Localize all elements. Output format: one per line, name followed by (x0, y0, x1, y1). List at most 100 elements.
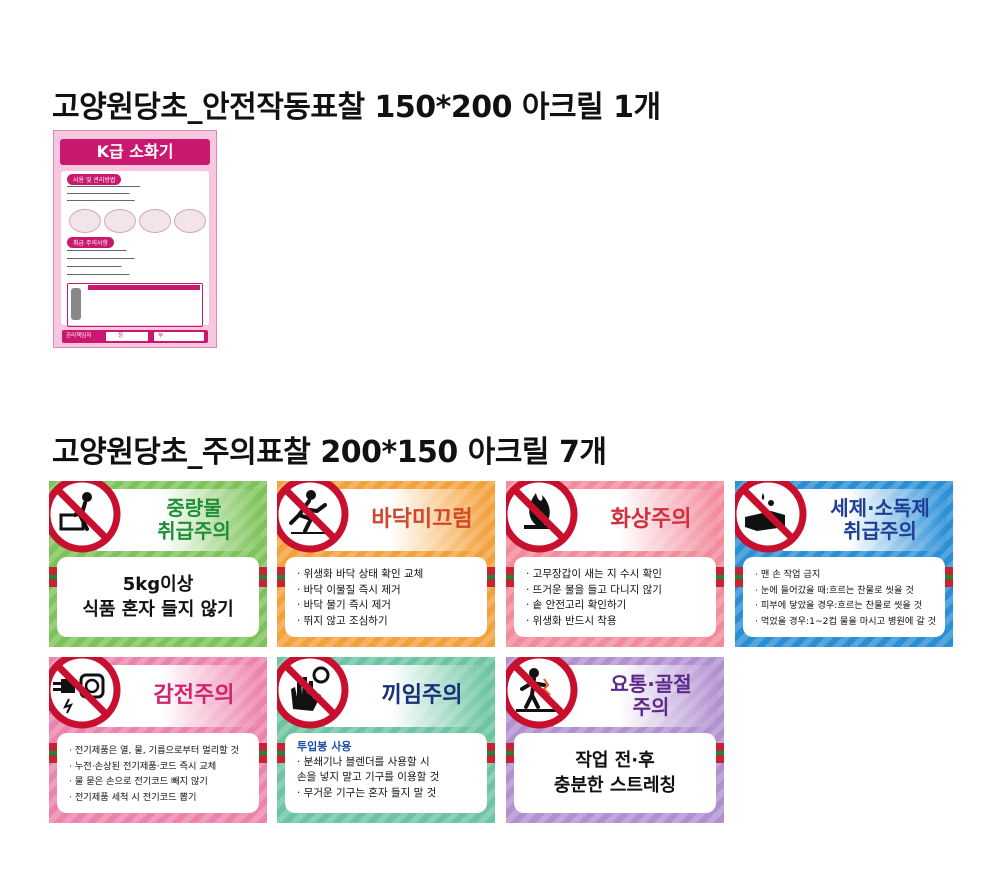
prohibition-flame-icon (506, 481, 578, 553)
k-sign-text-line: ━━━━━━━━━━━━━━━━━━━━━━━━━━━ (67, 185, 141, 190)
sign-title-line: 세제·소독제 (830, 496, 930, 520)
sign-bullet-list: · 위생화 바닥 상태 확인 교체 · 바닥 이물질 즉시 제거 · 바닥 물기 즉… (297, 567, 481, 629)
sign-title-line: 화상주의 (610, 507, 692, 533)
sign-title-area: 화상주의 (554, 489, 718, 551)
manager-secondary-label: 부 (158, 333, 164, 339)
sign-bullet: · 뛰지 않고 조심하기 (297, 614, 388, 627)
sign-bullet: 손을 넣지 말고 기구를 이용할 것 (297, 771, 440, 783)
prohibition-chemical-hand-icon (735, 481, 807, 553)
sign-bullet: · 먹었을 경우:1~2컵 물을 마시고 병원에 갈 것 (755, 615, 937, 627)
heading-caution-signs: 고양원당초_주의표찰 200*150 아크릴 7개 (52, 435, 607, 470)
k-sign-text-line: ━━━━━━━━━━━━━━━━━━━━━━ (67, 249, 127, 254)
sign-title: 감전주의 (97, 665, 261, 727)
k-sign-section-caution: 취급 주의사항 (67, 237, 115, 248)
usage-step-image (139, 209, 171, 233)
sign-title-line: 주의 (632, 695, 670, 719)
k-class-extinguisher-sign: K급 소화기 사용 및 관리방법 ━━━━━━━━━━━━━━━━━━━━━━━… (53, 130, 217, 348)
sign-main-line: 5kg이상 (122, 573, 194, 595)
sign-main-line: 식품 혼자 들지 않기 (82, 599, 234, 620)
k-sign-text-line: ━━━━━━━━━━━━━━━━━━━━━━━━━ (67, 199, 135, 204)
sign-body: · 맨 손 작업 금지 · 눈에 들어갔을 때:흐르는 찬물로 씻을 것 · 피부에… (743, 557, 945, 637)
sign-title-line: 바닥미끄럼 (371, 507, 473, 533)
sign-title-line: 요통·골절 (610, 672, 692, 696)
sign-body: · 위생화 바닥 상태 확인 교체 · 바닥 이물질 즉시 제거 · 바닥 물기 즉… (285, 557, 487, 637)
sign-bullet: · 무거운 기구는 혼자 들지 말 것 (297, 786, 437, 799)
usage-step-image (104, 209, 136, 233)
sign-subheading: 투입봉 사용 (297, 740, 352, 753)
sign-bullet-list: · 전기제품은 열, 물, 기름으로부터 멀리할 것 · 누전·손상된 전기제품·… (69, 743, 253, 805)
sign-title-area: 바닥미끄럼 (325, 489, 489, 551)
sign-bullet-list: 투입봉 사용 · 분쇄기나 블렌더를 사용할 시 손을 넣지 말고 기구를 이용할… (297, 739, 481, 801)
sign-title: 끼임주의 (325, 665, 489, 727)
sign-bullet: · 위생화 반드시 착용 (526, 614, 617, 627)
sign-bullet: · 피부에 닿았을 경우:흐르는 찬물로 씻을 것 (755, 600, 923, 611)
sign-bullet: · 분쇄기나 블렌더를 사용할 시 (297, 755, 430, 768)
sign-bullet: · 물 묻은 손으로 전기코드 빼지 않기 (69, 776, 208, 787)
k-sign-title: K급 소화기 (60, 139, 210, 165)
prohibition-back-pain-icon (506, 657, 578, 729)
prohibition-lifting-worker-icon (49, 481, 121, 553)
sign-bullet: · 솥 안전고리 확인하기 (526, 599, 627, 611)
sign-bullet: · 바닥 물기 즉시 제거 (297, 599, 391, 611)
sign-title-area: 감전주의 (97, 665, 261, 727)
usage-step-image (69, 209, 101, 233)
sign-title-line: 취급주의 (157, 519, 231, 543)
heading-operation-sign: 고양원당초_안전작동표찰 150*200 아크릴 1개 (52, 90, 661, 125)
extinguisher-icon (71, 288, 81, 320)
caution-sign-slippery-floor: 바닥미끄럼 · 위생화 바닥 상태 확인 교체 · 바닥 이물질 즉시 제거 · 바닥… (277, 481, 495, 647)
sign-main-line: 충분한 스트레칭 (553, 775, 677, 796)
sign-body: 투입봉 사용 · 분쇄기나 블렌더를 사용할 시 손을 넣지 말고 기구를 이용할… (285, 733, 487, 813)
prohibition-electric-plug-icon (49, 657, 121, 729)
info-box-header (88, 285, 200, 290)
manager-field-secondary (154, 332, 204, 341)
k-sign-footer: 관리책임자 정 부 (62, 330, 208, 343)
sign-main-line: 작업 전·후 (575, 749, 655, 771)
prohibition-hand-gear-icon (277, 657, 349, 729)
manager-field-primary (106, 332, 148, 341)
sign-bullet: · 바닥 이물질 즉시 제거 (297, 583, 401, 596)
caution-sign-burn: 화상주의 · 고무장갑이 새는 지 수시 확인 · 뜨거운 물을 들고 다니지 않기… (506, 481, 724, 647)
sign-title-line: 끼임주의 (381, 683, 463, 709)
sign-title-line: 취급주의 (843, 519, 917, 543)
k-sign-info-box (67, 283, 203, 327)
sign-bullet: · 위생화 바닥 상태 확인 교체 (297, 568, 424, 580)
sign-bullet: · 누전·손상된 전기제품·코드 즉시 교체 (69, 760, 217, 772)
sign-bullet: · 눈에 들어갔을 때:흐르는 찬물로 씻을 것 (755, 584, 914, 596)
k-sign-text-line: ━━━━━━━━━━━━━━━━━━━━━━━━━ (67, 257, 135, 262)
k-sign-text-line: ━━━━━━━━━━━━━━━━━━━━━━━ (67, 192, 130, 197)
usage-step-image (174, 209, 206, 233)
k-sign-text-line: ━━━━━━━━━━━━━━━━━━━━ (67, 265, 122, 270)
caution-sign-electric-shock: 감전주의 · 전기제품은 열, 물, 기름으로부터 멀리할 것 · 누전·손상된 전… (49, 657, 267, 823)
k-sign-section-usage: 사용 및 관리방법 (67, 174, 122, 185)
sign-bullet-list: · 고무장갑이 새는 지 수시 확인 · 뜨거운 물을 들고 다니지 않기 · 솥 … (526, 567, 710, 629)
sign-title: 바닥미끄럼 (325, 489, 489, 551)
k-sign-body: 사용 및 관리방법 ━━━━━━━━━━━━━━━━━━━━━━━━━━━ ━━… (61, 171, 209, 327)
sign-title: 화상주의 (554, 489, 718, 551)
sign-title-line: 중량물 (166, 496, 222, 520)
sign-bullet: · 전기제품 세척 시 전기코드 뽑기 (69, 791, 197, 803)
prohibition-slipping-person-icon (277, 481, 349, 553)
sign-body: · 고무장갑이 새는 지 수시 확인 · 뜨거운 물을 들고 다니지 않기 · 솥 … (514, 557, 716, 637)
sign-title-line: 감전주의 (153, 683, 235, 709)
k-sign-text-line: ━━━━━━━━━━━━━━━━━━━━━━━ (67, 273, 130, 278)
sign-bullet: · 뜨거운 물을 들고 다니지 않기 (526, 583, 662, 596)
sign-bullet-list: · 맨 손 작업 금지 · 눈에 들어갔을 때:흐르는 찬물로 씻을 것 · 피부에… (755, 567, 939, 629)
sign-bullet: · 고무장갑이 새는 지 수시 확인 (526, 568, 662, 580)
sign-title-area: 끼임주의 (325, 665, 489, 727)
sign-bullet: · 전기제품은 열, 물, 기름으로부터 멀리할 것 (69, 745, 239, 756)
sign-bullet: · 맨 손 작업 금지 (755, 569, 821, 580)
